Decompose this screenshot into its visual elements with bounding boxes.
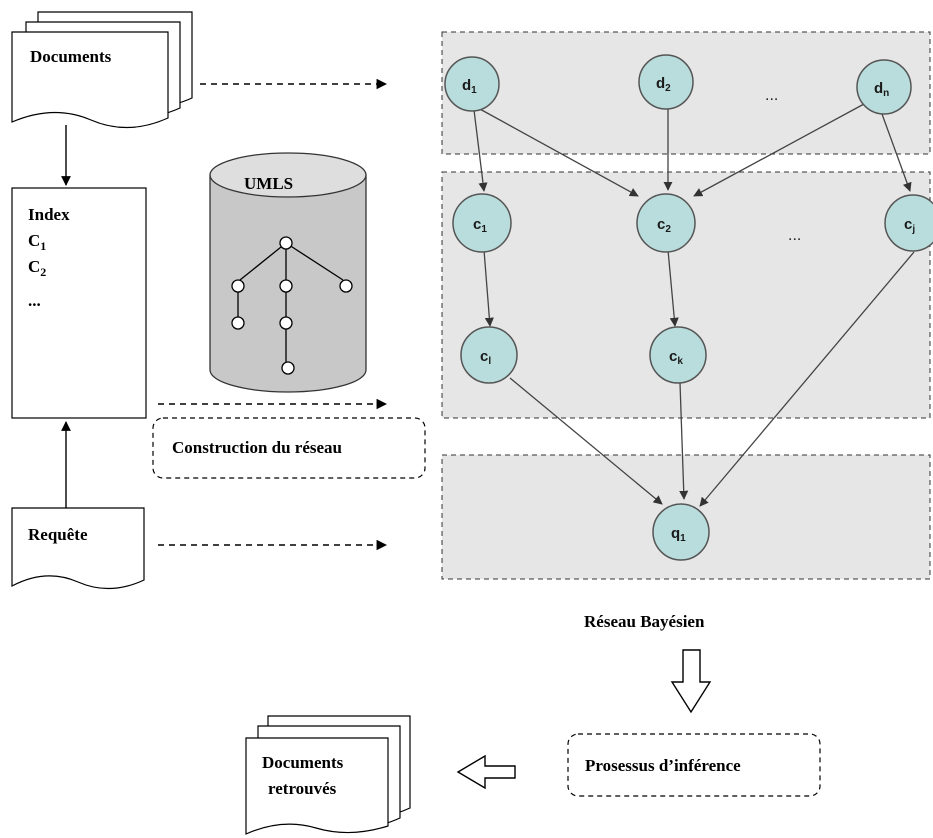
- node-c2: c2: [636, 193, 696, 253]
- edge-c1-cl: [483, 249, 494, 327]
- ellipsis-documents: ...: [765, 87, 778, 104]
- umls-database-icon: [209, 152, 367, 393]
- edge-dn-cj: [881, 113, 912, 192]
- svg-text:q1: q1: [671, 525, 686, 544]
- edge-dn-c2: [693, 103, 865, 197]
- construction-box: [152, 417, 426, 479]
- edge-cl-q1: [509, 377, 663, 505]
- index-item-c2: C2: [28, 257, 46, 279]
- network-title: Réseau Bayésien: [584, 612, 705, 631]
- down-arrow-icon: [670, 649, 712, 714]
- index-box: [11, 187, 147, 419]
- documents-stack-icon: [11, 11, 193, 129]
- svg-text:d1: d1: [462, 77, 477, 96]
- documents-label: Documents: [30, 47, 112, 66]
- node-q1: q1: [652, 503, 710, 561]
- svg-text:cl: cl: [480, 348, 491, 367]
- edge-c2-ck: [667, 249, 679, 327]
- edge-d1-c2: [477, 107, 639, 197]
- network-edges: [473, 103, 915, 507]
- retrieved-documents-stack-icon: [245, 715, 411, 835]
- svg-text:d2: d2: [656, 75, 671, 94]
- svg-text:c2: c2: [657, 216, 671, 235]
- svg-text:dn: dn: [874, 80, 889, 99]
- svg-text:c1: c1: [473, 216, 487, 235]
- ellipsis-concepts: ...: [788, 227, 801, 244]
- left-arrow-icon: [456, 754, 516, 790]
- edge-cj-q1: [699, 251, 915, 507]
- index-item-c1: C1: [28, 231, 46, 253]
- node-c1: c1: [452, 193, 512, 253]
- inference-box: [567, 733, 821, 797]
- inference-label: Prosessus d’inférence: [585, 756, 741, 775]
- construction-label: Construction du réseau: [172, 438, 342, 457]
- umls-label: UMLS: [244, 174, 293, 193]
- requete-label: Requête: [28, 525, 88, 544]
- edge-ck-q1: [679, 382, 689, 500]
- retrieved-label-line2: retrouvés: [268, 779, 337, 798]
- svg-text:ck: ck: [669, 348, 683, 367]
- edge-d1-c1: [473, 109, 488, 192]
- node-cl: cl: [460, 326, 518, 384]
- index-title: Index: [28, 205, 70, 224]
- node-d1: d1: [444, 56, 500, 112]
- node-dn: dn: [856, 59, 912, 115]
- query-document-icon: [11, 507, 145, 590]
- svg-text:cj: cj: [904, 216, 915, 235]
- index-item-ellipsis: ...: [28, 291, 41, 310]
- node-d2: d2: [638, 54, 694, 110]
- retrieved-label-line1: Documents: [262, 753, 344, 772]
- node-cj: cj: [884, 194, 933, 252]
- node-ck: ck: [649, 326, 707, 384]
